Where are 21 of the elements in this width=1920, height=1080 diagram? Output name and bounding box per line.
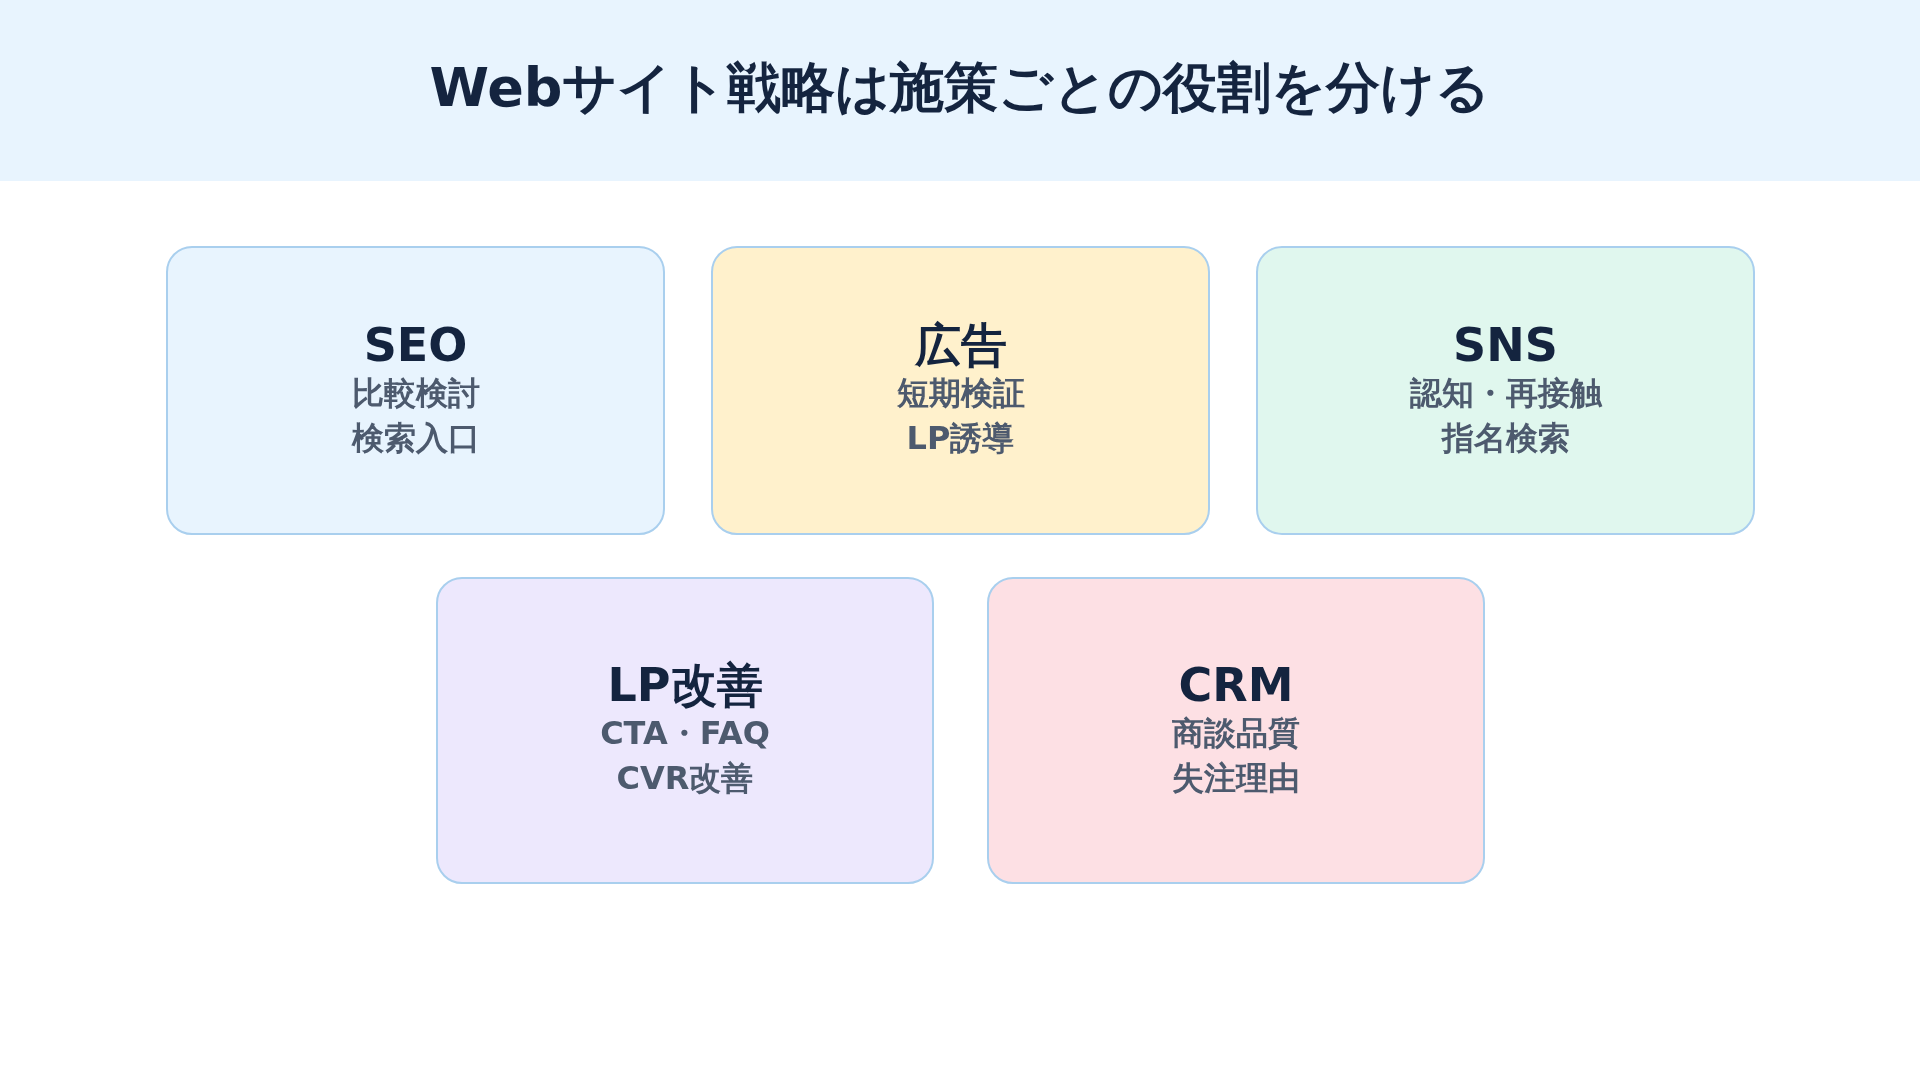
card-item: 検索入口 [351,417,480,459]
card-item: 商談品質 [1172,713,1300,754]
card-heading: CRM [1178,660,1294,711]
category-card [436,577,934,884]
card-item: 短期検証 [896,373,1025,414]
card-heading: SNS [1453,320,1558,371]
card-item: 指名検索 [1441,417,1570,459]
category-card [711,246,1210,535]
category-card [987,577,1485,884]
card-item: CVR改善 [616,757,754,799]
category-card [166,246,665,535]
card-item: CTA・FAQ [600,713,770,754]
card-item: LP誘導 [906,417,1015,459]
title: Webサイト戦略は施策ごとの役割を分ける [428,55,1492,121]
card-heading: SEO [363,320,468,371]
card-heading: LP改善 [607,660,763,711]
card-item: 認知・再接触 [1409,373,1602,414]
card-heading: 広告 [914,320,1007,371]
card-item: 失注理由 [1172,757,1300,799]
card-item: 比較検討 [351,373,480,414]
category-card [1256,246,1755,535]
